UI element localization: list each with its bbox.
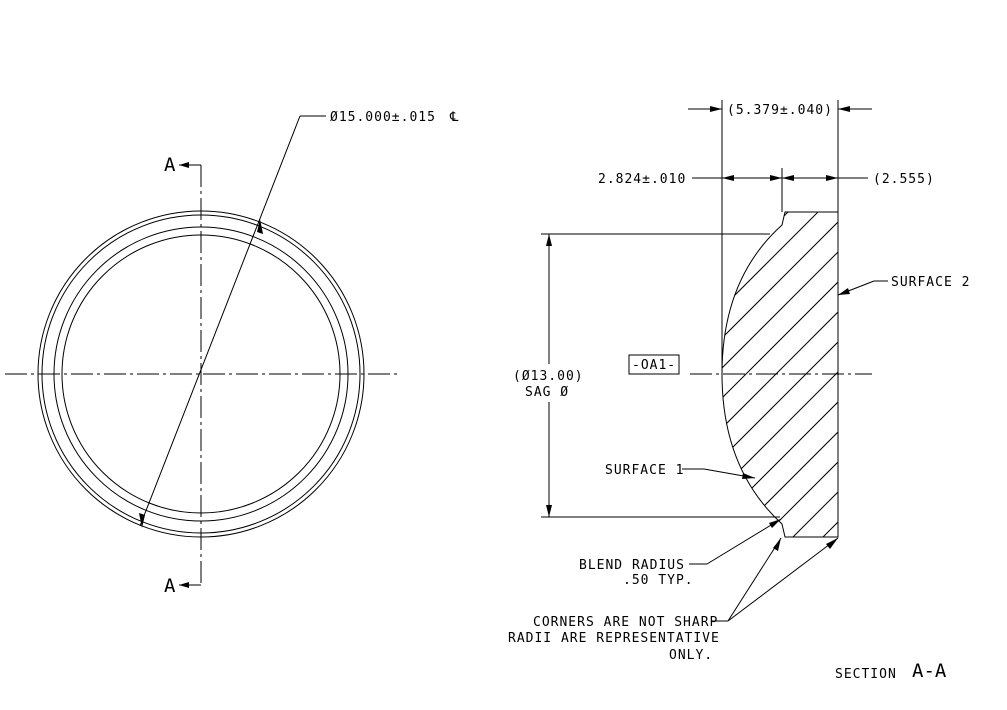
surface-1-label: SURFACE 1 bbox=[605, 463, 684, 478]
corners-arrow-1 bbox=[773, 538, 781, 551]
corners-note-line-1: CORNERS ARE NOT SHARP bbox=[533, 615, 718, 630]
overall-thickness-label: (5.379±.040) bbox=[727, 103, 833, 118]
surface-2-arrow bbox=[838, 288, 850, 295]
section-arrow-top-head bbox=[179, 162, 189, 168]
sag-arrow-bottom bbox=[546, 505, 552, 517]
blend-radius-value: .50 TYP. bbox=[623, 573, 694, 588]
corners-note-line-2: RADII ARE REPRESENTATIVE bbox=[508, 631, 720, 646]
sag-diameter-sublabel: SAG Ø bbox=[525, 385, 569, 400]
section-view: (5.379±.040) 2.824±.010 (2.555) (Ø13.00)… bbox=[508, 100, 970, 682]
center-thick-arrow-right bbox=[770, 175, 782, 181]
corners-arrow-2 bbox=[826, 538, 838, 549]
front-view: A A Ø15.000±.015 ℄ bbox=[5, 110, 459, 597]
section-title-word: SECTION bbox=[835, 667, 897, 682]
diameter-callout: Ø15.000±.015 bbox=[330, 110, 436, 125]
sag-arrow-top bbox=[546, 234, 552, 246]
center-thickness-label: 2.824±.010 bbox=[598, 172, 686, 187]
corners-leader-1 bbox=[727, 537, 782, 622]
diameter-dimension-line bbox=[139, 115, 301, 527]
section-title-letters: A-A bbox=[912, 660, 947, 682]
edge-thickness-label: (2.555) bbox=[873, 172, 935, 187]
datum-frame bbox=[628, 354, 680, 375]
overall-arrow-right bbox=[838, 106, 850, 112]
diameter-arrow-upper bbox=[257, 219, 263, 234]
edge-thick-arrow-left bbox=[782, 175, 794, 181]
datum-label: -OA1- bbox=[632, 358, 676, 373]
centerline-symbol: ℄ bbox=[449, 110, 459, 125]
diameter-arrow-lower bbox=[139, 513, 145, 528]
blend-radius-leader bbox=[706, 518, 782, 565]
sag-diameter-label: (Ø13.00) bbox=[513, 369, 584, 384]
corners-leader-2 bbox=[727, 537, 839, 622]
section-label-bottom: A bbox=[164, 575, 176, 597]
overall-arrow-left bbox=[710, 106, 722, 112]
surface-2-label: SURFACE 2 bbox=[891, 275, 970, 290]
center-thick-arrow-left bbox=[722, 175, 734, 181]
blend-radius-arrow bbox=[769, 519, 781, 528]
section-hatch bbox=[722, 212, 838, 537]
surface-1-arrow bbox=[742, 473, 755, 479]
section-label-top: A bbox=[164, 154, 176, 176]
edge-thick-arrow-right bbox=[826, 175, 838, 181]
section-arrow-bottom-head bbox=[179, 582, 189, 588]
blend-radius-label: BLEND RADIUS bbox=[579, 558, 685, 573]
corners-note-line-3: ONLY. bbox=[669, 648, 713, 663]
